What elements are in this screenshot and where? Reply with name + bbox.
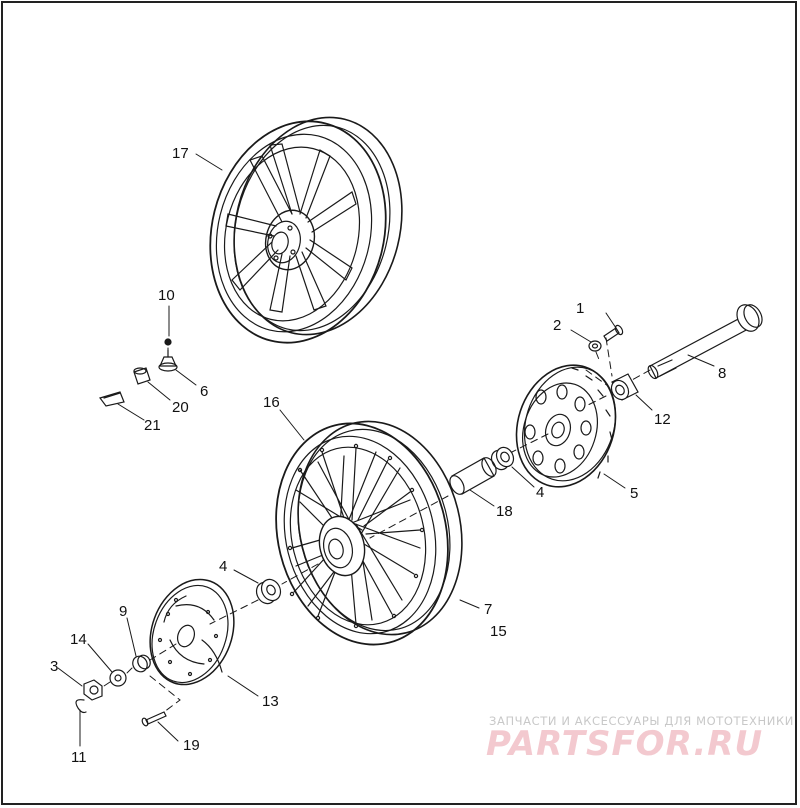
spacer-tube-18: [449, 457, 497, 495]
label-10: 10: [158, 287, 175, 304]
label-15: 15: [490, 623, 507, 640]
label-6: 6: [200, 383, 208, 400]
bearing-4-lower: [255, 578, 282, 605]
label-3: 3: [50, 658, 58, 675]
leader-lines: [57, 153, 715, 747]
valve-cap-10: [164, 338, 172, 346]
valve-stem-6: [158, 349, 178, 372]
label-8: 8: [718, 365, 726, 382]
watermark-tagline: ЗАПЧАСТИ И АКСЕССУАРЫ ДЛЯ МОТОТЕХНИКИ: [489, 714, 794, 728]
label-7: 7: [484, 601, 492, 618]
wheel-weight-20: [133, 367, 151, 385]
spacer-9: [132, 654, 151, 673]
label-4-lower: 4: [219, 558, 227, 575]
label-18: 18: [496, 503, 513, 520]
axle-8: [647, 304, 763, 380]
label-11: 11: [71, 749, 87, 766]
label-19: 19: [183, 737, 200, 754]
label-9: 9: [119, 603, 127, 620]
bolt-1: [603, 324, 624, 342]
cast-wheel-17: [209, 116, 403, 344]
assembly-centerlines: [103, 337, 651, 713]
label-20: 20: [172, 399, 189, 416]
label-17: 17: [172, 145, 189, 162]
bearing-4-upper: [490, 446, 515, 471]
label-12: 12: [654, 411, 671, 428]
label-4-upper: 4: [536, 484, 544, 501]
callout-labels: 17 1 2 8 10 6 20 21 12 16 4 5 18 4 7 15 …: [50, 145, 726, 766]
cotter-pin-11: [75, 699, 87, 714]
nut-3: [83, 679, 103, 701]
label-5: 5: [630, 485, 638, 502]
label-14: 14: [70, 631, 87, 648]
brake-rotor-13: [149, 578, 235, 686]
rotor-bolt-19: [141, 711, 167, 727]
spoke-wheel-7: [275, 420, 463, 646]
label-2: 2: [553, 317, 561, 334]
washer-2: [588, 340, 602, 352]
label-16: 16: [263, 394, 280, 411]
washer-14: [109, 669, 127, 687]
label-1: 1: [576, 300, 584, 317]
watermark-brand: PARTSFOR.RU: [486, 724, 764, 764]
spacer-12: [610, 373, 639, 401]
pulley-5: [515, 364, 617, 488]
label-13: 13: [262, 693, 279, 710]
wheel-weight-21: [99, 391, 125, 407]
label-21: 21: [144, 417, 161, 434]
